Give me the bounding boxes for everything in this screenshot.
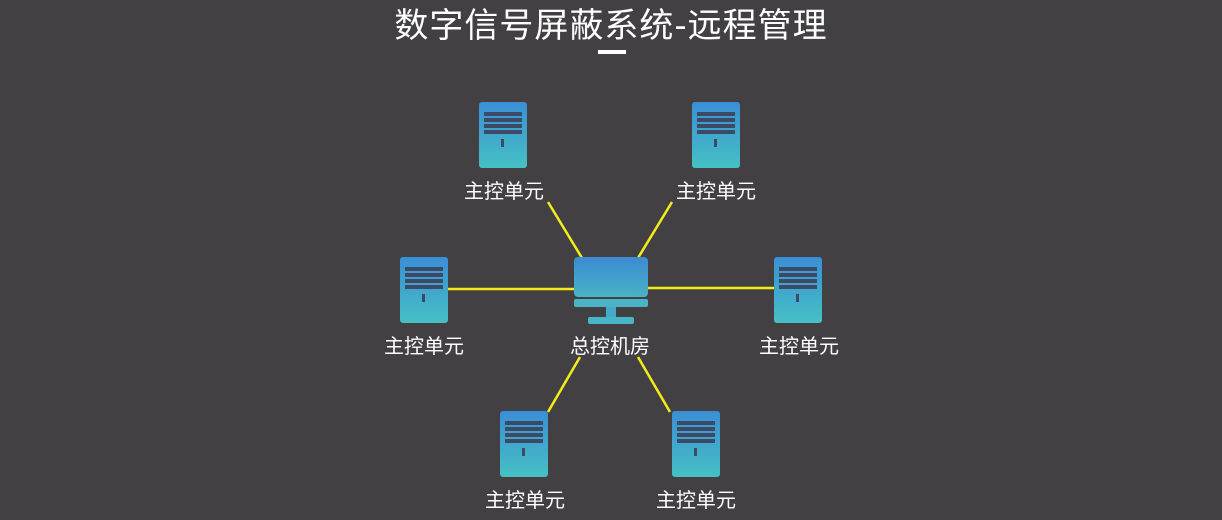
server-icon xyxy=(692,102,740,168)
monitor-icon xyxy=(574,257,648,324)
link-top-left xyxy=(546,201,584,259)
link-bottom-left xyxy=(546,356,582,413)
unit-label-bottom-left: 主控单元 xyxy=(485,488,565,512)
link-bottom-right xyxy=(636,356,672,413)
center-label: 总控机房 xyxy=(570,334,650,358)
unit-label-mid-left: 主控单元 xyxy=(384,334,464,358)
server-icon xyxy=(400,257,448,323)
unit-label-bottom-right: 主控单元 xyxy=(656,488,736,512)
title-underline xyxy=(598,50,626,54)
server-icon xyxy=(479,102,527,168)
unit-label-top-right: 主控单元 xyxy=(676,179,756,203)
unit-label-mid-right: 主控单元 xyxy=(759,334,839,358)
server-icon xyxy=(672,411,720,477)
server-icon xyxy=(500,411,548,477)
server-icon xyxy=(774,257,822,323)
unit-label-top-left: 主控单元 xyxy=(464,179,544,203)
page-title: 数字信号屏蔽系统-远程管理 xyxy=(394,6,828,46)
link-top-right xyxy=(636,201,674,259)
connection-lines xyxy=(448,201,774,413)
